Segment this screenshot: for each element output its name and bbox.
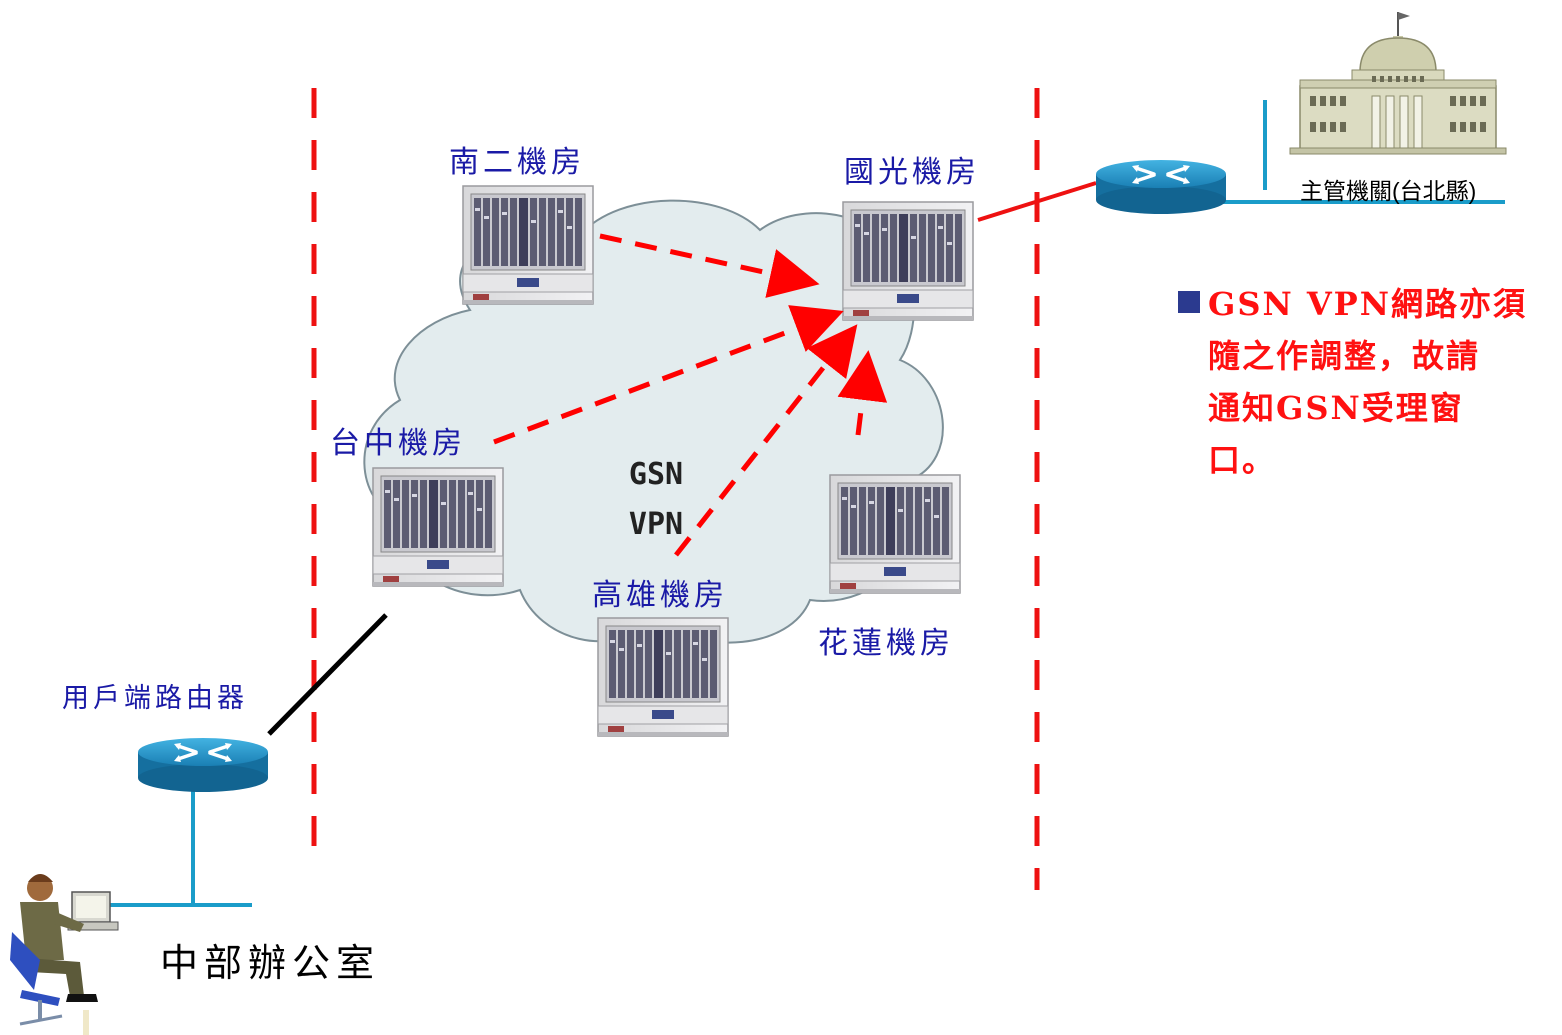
cloud-label-line-1: GSN xyxy=(628,457,684,492)
rack-nan2 xyxy=(462,185,594,305)
note-line-4: 口。 xyxy=(1208,441,1277,479)
note-line-1-text: GSN VPN網路亦須 xyxy=(1208,285,1527,323)
rack-hualien xyxy=(829,474,961,594)
link-taichung-user-router xyxy=(267,613,388,736)
office-label: 中部辦公室 xyxy=(160,941,381,985)
note-line-2: 隨之作調整，故請 xyxy=(1208,337,1481,375)
agency-label: 主管機關(台北縣) xyxy=(1300,178,1477,204)
agency-router-icon xyxy=(1094,158,1228,216)
rack-kaohsiung xyxy=(597,617,729,737)
note-line-1: GSN VPN網路亦須 xyxy=(1178,278,1562,330)
label-nan2-room: 南二機房 xyxy=(449,145,585,180)
vpn-arrows xyxy=(493,233,888,557)
arrow-taichung-guoguang xyxy=(493,305,844,445)
rack-taichung xyxy=(372,467,504,587)
arrow-kaohsiung-guoguang xyxy=(674,324,858,557)
label-hualien-room: 花蓮機房 xyxy=(818,626,954,661)
cloud-label: GSN VPN xyxy=(596,450,716,550)
cloud-label-line-2: VPN xyxy=(628,507,684,542)
note-line-3: 通知GSN受理窗 xyxy=(1208,389,1464,427)
user-router-icon xyxy=(136,736,270,794)
office-worker-icon xyxy=(10,874,119,1035)
label-guoguang-room: 國光機房 xyxy=(844,155,980,190)
rack-guoguang xyxy=(842,201,974,321)
adjustment-note: GSN VPN網路亦須 隨之作調整，故請 通知GSN受理窗 口。 xyxy=(1178,278,1562,486)
label-taichung-room: 台中機房 xyxy=(330,426,466,461)
note-bullet xyxy=(1178,291,1200,313)
arrow-hualien-guoguang xyxy=(837,350,888,436)
label-user-router: 用戶端路由器 xyxy=(62,683,248,714)
government-building-icon xyxy=(1289,12,1507,155)
label-kaohsiung-room: 高雄機房 xyxy=(592,578,728,613)
link-guoguang-router xyxy=(977,181,1097,222)
